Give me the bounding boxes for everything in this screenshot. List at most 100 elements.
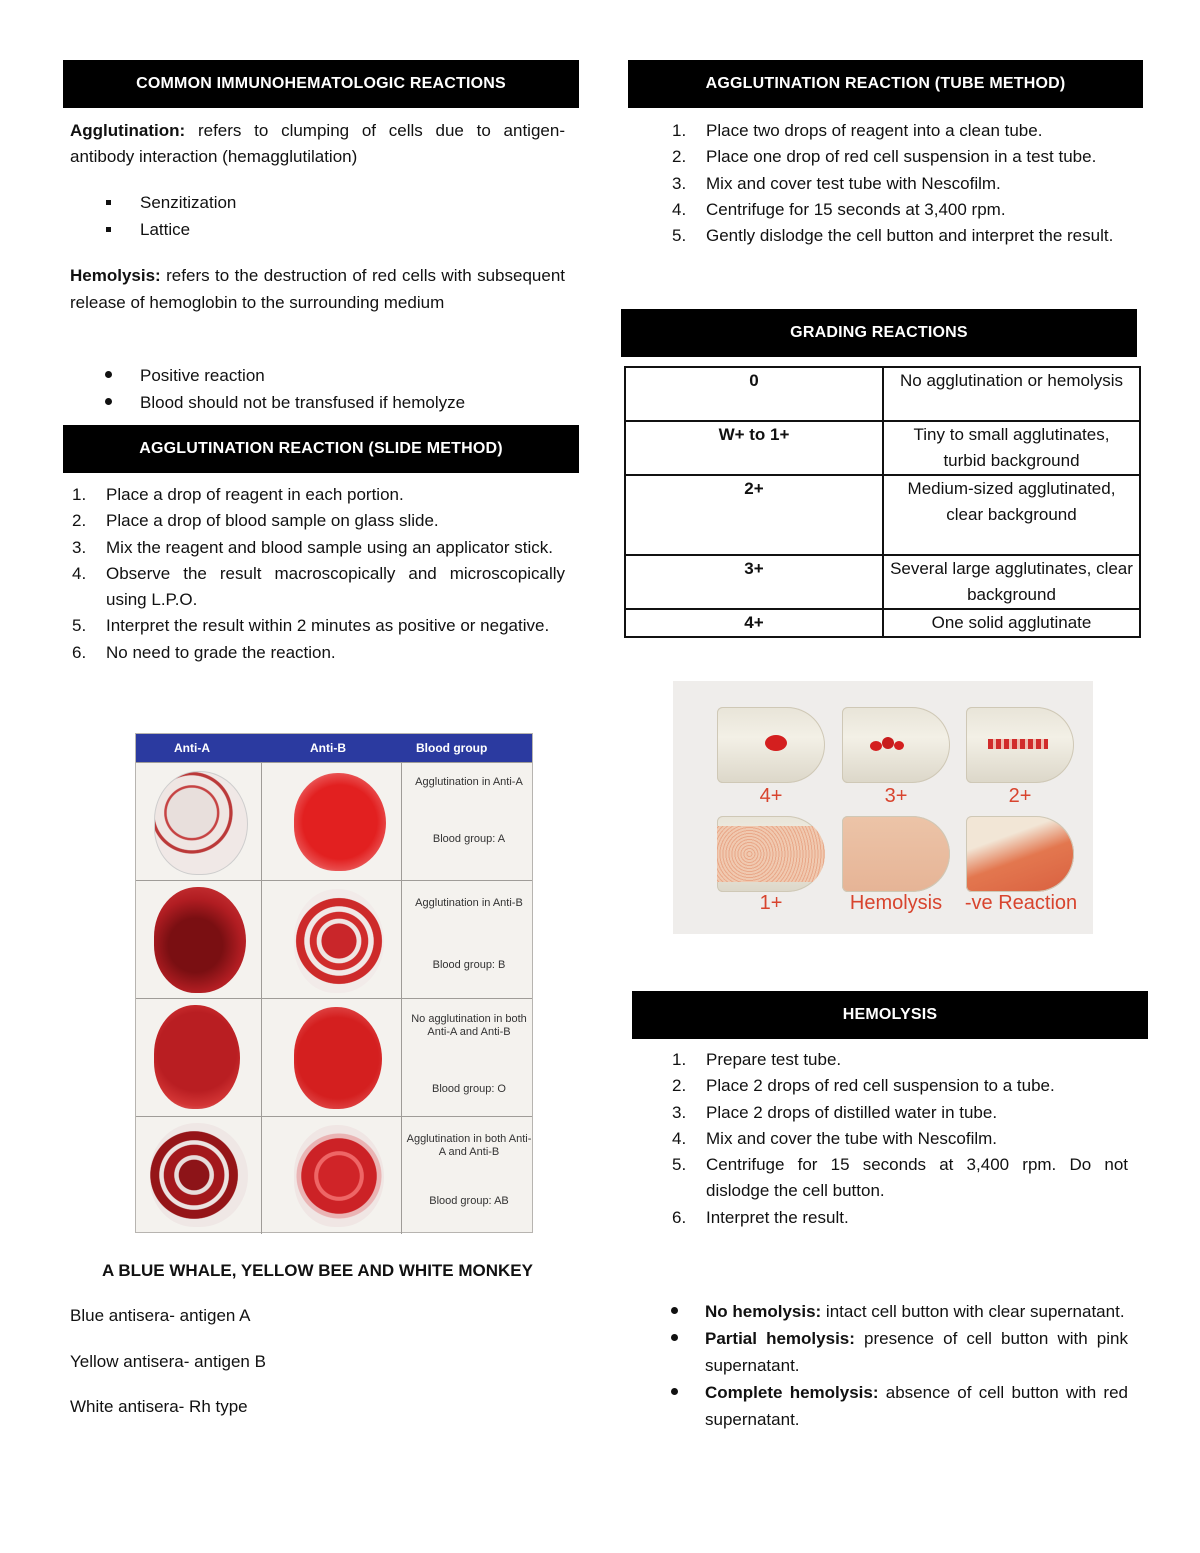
agglutination-term: Agglutination: xyxy=(70,121,186,140)
result-text: intact cell button with clear supernatan… xyxy=(821,1302,1125,1321)
result-term: Complete hemolysis: xyxy=(705,1383,879,1402)
figure-group-text: Blood group: AB xyxy=(429,1195,509,1207)
hemolysis-points-list: Positive reaction Blood should not be tr… xyxy=(70,362,565,416)
result-term: Partial hemolysis: xyxy=(705,1329,855,1348)
list-item: Partial hemolysis: presence of cell butt… xyxy=(623,1325,1128,1379)
smooth-sample-image xyxy=(294,773,386,871)
agglutination-sample-image xyxy=(294,889,384,993)
list-item: Complete hemolysis: absence of cell butt… xyxy=(623,1379,1128,1433)
agglutination-sample-image xyxy=(294,1125,384,1227)
tube-method-steps: Place two drops of reagent into a clean … xyxy=(670,118,1128,250)
grade-desc-cell: No agglutination or hemolysis xyxy=(882,366,1141,422)
figure-row-a: Agglutination in Anti-A Blood group: A xyxy=(136,762,532,880)
figure-col-anti-b: Anti-B xyxy=(310,741,346,755)
agglutination-def-text: refers to clumping of cells due to antig… xyxy=(70,121,565,166)
hemolysis-results-list: No hemolysis: intact cell button with cl… xyxy=(623,1298,1128,1433)
figure-row-b: Agglutination in Anti-B Blood group: B xyxy=(136,880,532,998)
tube-label: -ve Reaction xyxy=(964,892,1078,914)
figure-row-ab: Agglutination in both Anti-A and Anti-B … xyxy=(136,1116,532,1234)
step-item: No need to grade the reaction. xyxy=(72,640,336,667)
list-item: Senzitization xyxy=(70,189,565,216)
tube-image-3plus xyxy=(842,707,950,783)
step-item: Gently dislodge the cell button and inte… xyxy=(672,223,1114,250)
grade-cell: W+ to 1+ xyxy=(624,420,884,476)
agglutination-sample-image xyxy=(150,1123,248,1227)
tube-image-4plus xyxy=(717,707,825,783)
tube-label: 4+ xyxy=(759,785,783,807)
tube-image-2plus xyxy=(966,707,1074,783)
table-row: 4+ One solid agglutinate xyxy=(624,608,1141,638)
tube-label: Hemolysis xyxy=(849,892,943,914)
figure-group-text: Blood group: B xyxy=(432,959,506,971)
step-item: Place a drop of blood sample on glass sl… xyxy=(72,508,439,535)
step-item: Mix and cover test tube with Nescofilm. xyxy=(672,171,1001,198)
mnemonic-line: Blue antisera- antigen A xyxy=(70,1306,251,1325)
grade-desc-cell: Several large agglutinates, clear backgr… xyxy=(882,554,1141,610)
tube-image-1plus xyxy=(717,816,825,892)
figure-group-text: Blood group: A xyxy=(432,833,506,845)
smooth-sample-image xyxy=(294,1007,382,1109)
section-header-text: AGGLUTINATION REACTION (TUBE METHOD) xyxy=(705,75,1066,92)
step-item: Observe the result macroscopically and m… xyxy=(72,561,565,610)
result-text: presence of cell button with pink supern… xyxy=(705,1329,1128,1375)
step-item: Mix and cover the tube with Nescofilm. xyxy=(672,1126,998,1153)
table-row: W+ to 1+ Tiny to small agglutinates, tur… xyxy=(624,420,1141,476)
figure-finding-text: Agglutination in Anti-B xyxy=(415,897,523,909)
smooth-sample-image xyxy=(154,1005,240,1109)
mnemonic-title: A BLUE WHALE, YELLOW BEE AND WHITE MONKE… xyxy=(102,1261,533,1280)
hemolysis-definition: Hemolysis: refers to the destruction of … xyxy=(70,262,565,316)
list-item: No hemolysis: intact cell button with cl… xyxy=(623,1298,1128,1325)
figure-col-blood-group: Blood group xyxy=(416,741,488,755)
list-item: Lattice xyxy=(70,216,565,243)
grade-cell: 0 xyxy=(624,366,884,422)
grade-cell: 3+ xyxy=(624,554,884,610)
figure-finding-text: Agglutination in both Anti-A and Anti-B xyxy=(406,1133,532,1158)
hemolysis-def-text: refers to the destruction of red cells w… xyxy=(70,266,565,312)
step-item: Place a drop of reagent in each portion. xyxy=(72,482,404,509)
step-item: Place one drop of red cell suspension in… xyxy=(672,144,1097,171)
agglutination-definition: Agglutination: refers to clumping of cel… xyxy=(70,118,565,170)
section-header-text: GRADING REACTIONS xyxy=(790,324,968,341)
step-item: Interpret the result within 2 minutes as… xyxy=(72,613,550,640)
blood-typing-figure: Anti-A Anti-B Blood group Agglutination … xyxy=(135,733,533,1234)
step-item: Centrifuge for 15 seconds at 3,400 rpm. … xyxy=(672,1152,1128,1201)
section-header-common-reactions: COMMON IMMUNOHEMATOLOGIC REACTIONS xyxy=(63,60,579,108)
tube-image-negative xyxy=(966,816,1074,892)
result-term: No hemolysis: xyxy=(705,1302,822,1321)
step-item: Place two drops of reagent into a clean … xyxy=(672,118,1043,145)
step-item: Prepare test tube. xyxy=(672,1047,842,1074)
list-item: Positive reaction xyxy=(70,362,565,389)
tube-label: 3+ xyxy=(884,785,908,807)
hemolysis-steps: Prepare test tube. Place 2 drops of red … xyxy=(670,1047,1128,1231)
figure-col-anti-a: Anti-A xyxy=(174,741,210,755)
section-header-text: COMMON IMMUNOHEMATOLOGIC REACTIONS xyxy=(136,75,506,92)
grading-table: 0 No agglutination or hemolysis W+ to 1+… xyxy=(624,366,1141,638)
tube-label: 2+ xyxy=(1008,785,1032,807)
mnemonic-line: White antisera- Rh type xyxy=(70,1397,248,1416)
section-header-grading: GRADING REACTIONS xyxy=(621,309,1137,357)
grade-desc-cell: Tiny to small agglutinates, turbid backg… xyxy=(882,420,1141,476)
figure-finding-text: Agglutination in Anti-A xyxy=(415,776,523,788)
tube-label: 1+ xyxy=(759,892,783,914)
agglutination-stages-list: Senzitization Lattice xyxy=(70,189,565,243)
table-row: 0 No agglutination or hemolysis xyxy=(624,366,1141,422)
slide-method-steps: Place a drop of reagent in each portion.… xyxy=(70,482,565,666)
tube-image-hemolysis xyxy=(842,816,950,892)
table-row: 3+ Several large agglutinates, clear bac… xyxy=(624,554,1141,610)
mnemonic-line: Yellow antisera- antigen B xyxy=(70,1352,266,1371)
table-row: 2+ Medium-sized agglutinated, clear back… xyxy=(624,474,1141,556)
result-text: absence of cell button with red supernat… xyxy=(705,1383,1128,1429)
grade-desc-cell: One solid agglutinate xyxy=(882,608,1141,638)
grade-cell: 4+ xyxy=(624,608,884,638)
figure-group-text: Blood group: O xyxy=(432,1083,506,1095)
section-header-text: HEMOLYSIS xyxy=(842,1006,938,1023)
grade-cell: 2+ xyxy=(624,474,884,556)
list-item: Blood should not be transfused if hemoly… xyxy=(70,389,565,416)
section-header-text: AGGLUTINATION REACTION (SLIDE METHOD) xyxy=(139,440,503,457)
agglutination-sample-image xyxy=(154,771,248,875)
step-item: Mix the reagent and blood sample using a… xyxy=(72,535,553,562)
figure-row-o: No agglutination in both Anti-A and Anti… xyxy=(136,998,532,1116)
step-item: Centrifuge for 15 seconds at 3,400 rpm. xyxy=(672,197,1006,224)
section-header-slide-method: AGGLUTINATION REACTION (SLIDE METHOD) xyxy=(63,425,579,473)
smooth-sample-image xyxy=(154,887,246,993)
